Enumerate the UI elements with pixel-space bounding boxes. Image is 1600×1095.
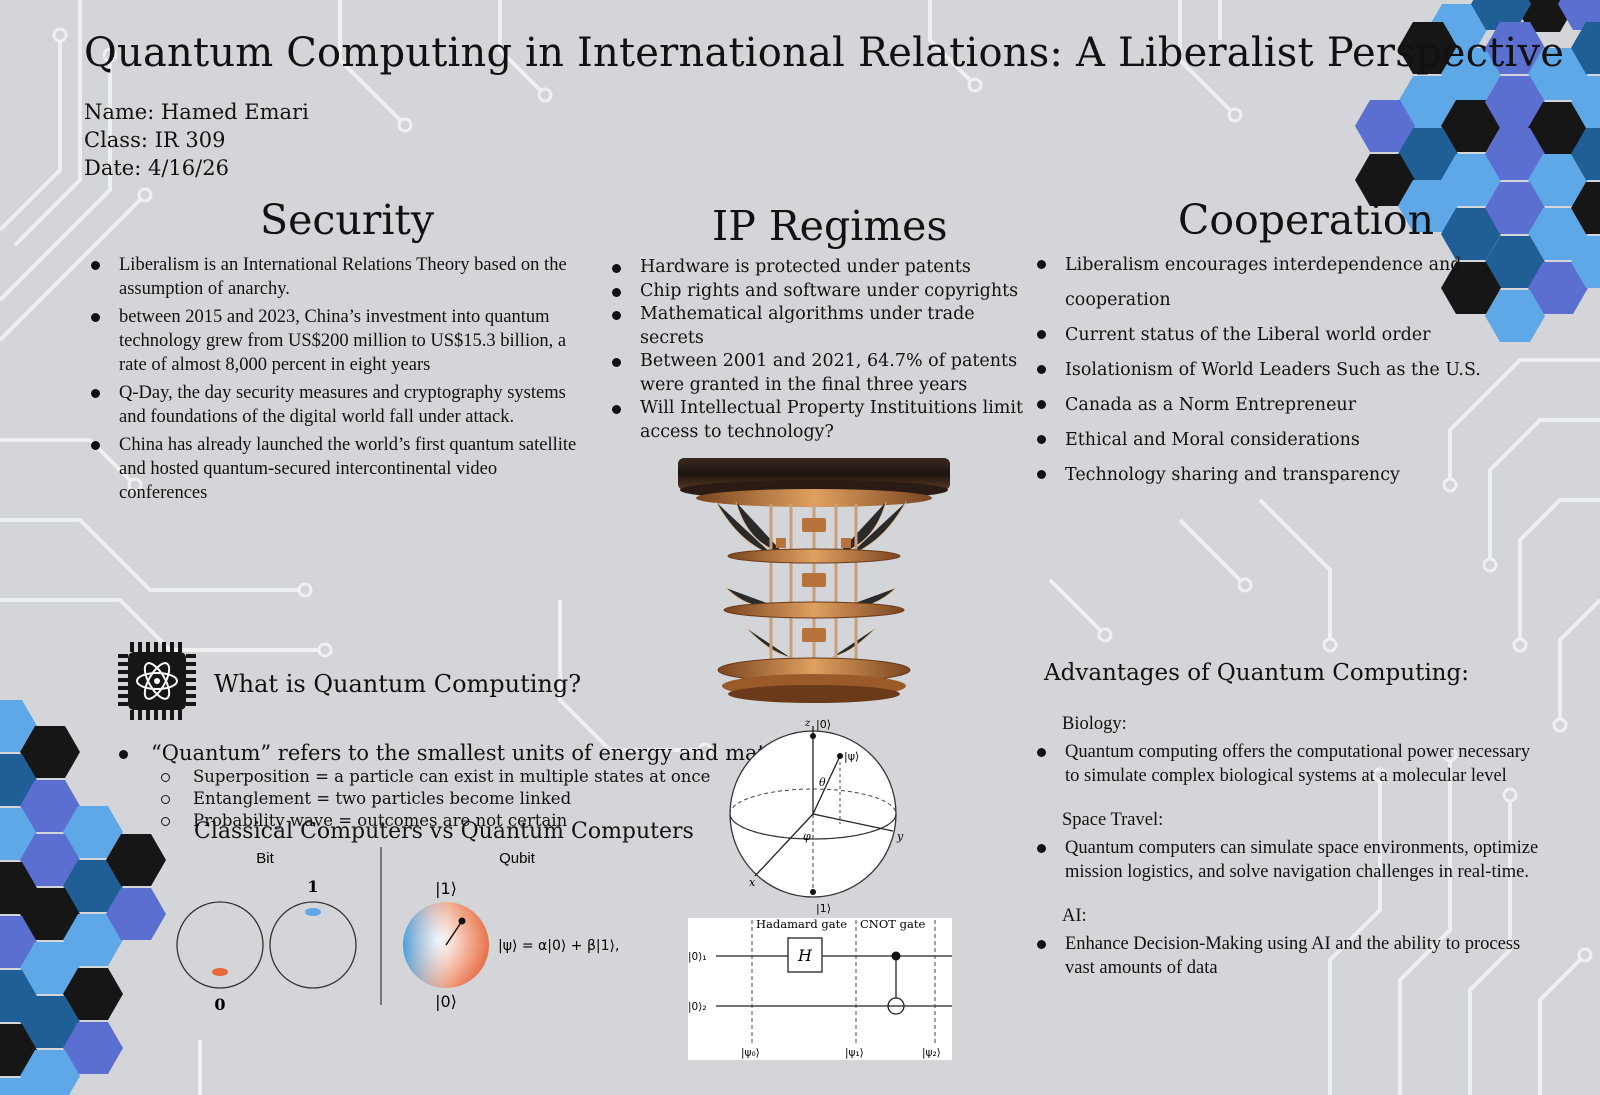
list-item: “Quantum” refers to the smallest units o…	[116, 740, 797, 766]
class-name: Class: IR 309	[84, 128, 226, 152]
bloch-x-axis: x	[749, 876, 756, 889]
list-item: Hardware is protected under patents	[605, 256, 1025, 280]
list-item: Quantum computing offers the computation…	[1030, 740, 1540, 788]
ip-regimes-list: Hardware is protected under patents Chip…	[605, 256, 1025, 444]
list-item: Liberalism is an International Relations…	[84, 253, 584, 301]
poster-title: Quantum Computing in International Relat…	[84, 30, 1565, 76]
list-item: Chip rights and software under copyright…	[605, 280, 1025, 304]
bit-one-dot	[305, 908, 321, 916]
sub-list-item: Probability wave = outcomes are not cert…	[116, 810, 797, 832]
psi-zero-label: |ψ₀⟩	[741, 1047, 760, 1059]
list-item: Q-Day, the day security measures and cry…	[84, 381, 584, 429]
qubit-two-input: |0⟩₂	[688, 1001, 707, 1013]
psi-two-label: |ψ₂⟩	[922, 1047, 941, 1059]
hex-cluster-top-right	[1355, 0, 1600, 342]
atom-chip-icon	[118, 642, 196, 720]
author-info: Name: Hamed Emari Class: IR 309 Date: 4/…	[84, 98, 309, 182]
qubit-one-input: |0⟩₁	[688, 951, 707, 963]
advantages-heading: Advantages of Quantum Computing:	[1044, 660, 1469, 686]
list-item: China has already launched the world’s f…	[84, 433, 584, 505]
list-item: Ethical and Moral considerations	[1030, 423, 1530, 458]
qubit-label: Qubit	[499, 850, 536, 867]
cooperation-list: Liberalism encourages interdependence an…	[1030, 248, 1530, 493]
bloch-phi: φ	[803, 830, 811, 843]
bit-label: Bit	[256, 850, 274, 867]
ip-regimes-heading: IP Regimes	[712, 202, 948, 250]
bloch-theta: θ	[819, 776, 826, 789]
bloch-psi: |ψ⟩	[844, 750, 859, 763]
list-item: Technology sharing and transparency	[1030, 458, 1530, 493]
bit-zero-dot	[212, 968, 228, 976]
list-item: between 2015 and 2023, China’s investmen…	[84, 305, 584, 377]
comparison-heading: Classical Computers vs Quantum Computers	[194, 819, 694, 844]
bit-one-label: 1	[307, 877, 318, 896]
advantage-category: Biology:	[1062, 714, 1127, 734]
what-is-heading: What is Quantum Computing?	[214, 670, 582, 698]
bloch-y-axis: y	[896, 830, 904, 843]
list-item: Quantum computers can simulate space env…	[1030, 836, 1540, 884]
bloch-zero-state: |0⟩	[816, 718, 831, 731]
list-item: Canada as a Norm Entrepreneur	[1030, 388, 1530, 423]
hex-cluster-bottom-left	[0, 700, 166, 1095]
hadamard-gate-symbol: H	[797, 946, 813, 965]
circuit-nodes	[52, 27, 1593, 963]
quantum-circuit-diagram: Hadamard gate CNOT gate H |0⟩₁ |0⟩₂ |ψ₀⟩…	[688, 918, 952, 1060]
list-item: Between 2001 and 2021, 64.7% of patents …	[605, 350, 1025, 397]
advantage-category: Space Travel:	[1062, 810, 1164, 830]
list-item: Isolationism of World Leaders Such as th…	[1030, 353, 1530, 388]
cnot-gate-label: CNOT gate	[860, 918, 925, 931]
author-name: Name: Hamed Emari	[84, 100, 309, 124]
hadamard-gate	[787, 937, 823, 973]
list-item: Enhance Decision-Making using AI and the…	[1030, 932, 1540, 980]
quantum-computer-image	[678, 458, 950, 703]
sub-list-item: Entanglement = two particles become link…	[116, 788, 797, 810]
list-item: Current status of the Liberal world orde…	[1030, 318, 1530, 353]
security-list: Liberalism is an International Relations…	[84, 253, 584, 509]
psi-one-label: |ψ₁⟩	[845, 1047, 864, 1059]
ket-one-label: |1⟩	[435, 879, 457, 898]
bloch-one-state: |1⟩	[816, 902, 831, 915]
advantages-list: Biology: Quantum computing offers the co…	[1030, 712, 1540, 1000]
bit-qubit-diagram: Bit Qubit 1 0 |1⟩ |0⟩ |ψ⟩ = α|0⟩ + β|1⟩,	[176, 847, 619, 1014]
poster-date: Date: 4/16/26	[84, 156, 229, 180]
what-is-list: “Quantum” refers to the smallest units o…	[116, 740, 797, 832]
bloch-sphere-diagram: z |0⟩ |1⟩ |ψ⟩ θ φ y x	[729, 718, 904, 915]
qubit-state-equation: |ψ⟩ = α|0⟩ + β|1⟩,	[498, 938, 619, 954]
bloch-z-axis: z	[804, 718, 811, 729]
ket-zero-label: |0⟩	[435, 992, 457, 1011]
hadamard-gate-label: Hadamard gate	[756, 918, 847, 931]
bit-zero-label: 0	[214, 995, 225, 1014]
security-heading: Security	[260, 196, 435, 244]
advantage-category: AI:	[1062, 906, 1087, 926]
cooperation-heading: Cooperation	[1178, 196, 1434, 244]
list-item: Mathematical algorithms under trade secr…	[605, 303, 1025, 350]
sub-list-item: Superposition = a particle can exist in …	[116, 766, 797, 788]
list-item: Will Intellectual Property Instituitions…	[605, 397, 1025, 444]
list-item: Liberalism encourages interdependence an…	[1030, 248, 1530, 318]
